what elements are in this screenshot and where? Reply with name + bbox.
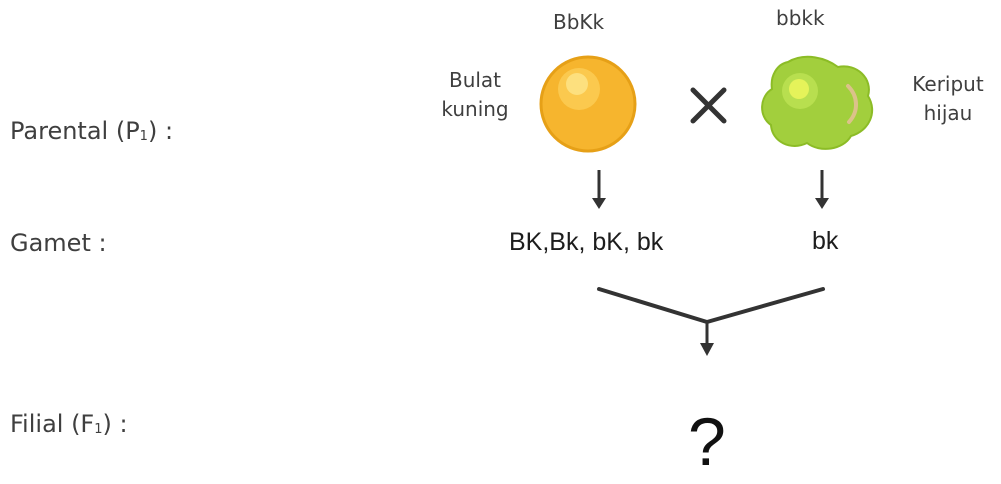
merge-arrow-icon [597, 287, 825, 356]
right-parent-genotype: bbkk [776, 6, 825, 30]
parental-label-subscript: 1 [139, 129, 148, 144]
unknown-offspring-mark: ? [688, 404, 726, 480]
cross-symbol-icon [690, 87, 727, 124]
left-parent-gametes: BK,Bk, bK, bk [509, 228, 664, 256]
left-down-arrow-icon [592, 170, 606, 209]
left-parent-genotype: BbKk [553, 10, 605, 34]
parental-row-label: Parental (P1) : [10, 117, 173, 145]
round-yellow-seed-icon [539, 55, 637, 153]
parental-label-text: Parental (P [10, 117, 140, 145]
right-down-arrow-icon [815, 170, 829, 209]
wrinkled-green-seed-icon [761, 55, 874, 150]
filial-row-label: Filial (F1) : [10, 410, 128, 438]
right-parent-gametes: bk [812, 227, 839, 255]
parental-label-suffix: ) : [147, 117, 174, 145]
filial-label-text: Filial (F [10, 410, 95, 438]
gamet-row-label: Gamet : [10, 229, 107, 257]
left-parent-phenotype: Bulat kuning [441, 68, 509, 121]
filial-label-suffix: ) : [102, 410, 128, 438]
filial-label-subscript: 1 [94, 422, 103, 437]
right-parent-phenotype: Keriput hijau [912, 72, 984, 125]
